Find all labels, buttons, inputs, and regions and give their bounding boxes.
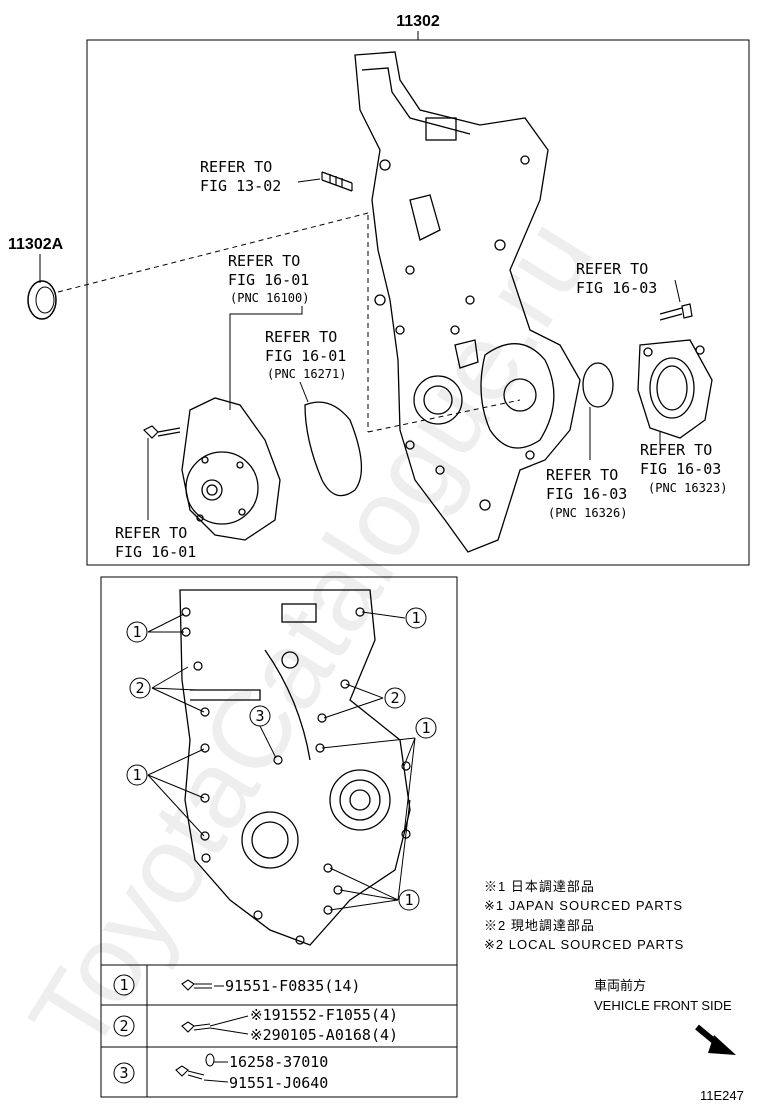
ref-fig16-01-a-line1[interactable]: REFER TO xyxy=(228,252,300,270)
ref-fig16-03-c-line1[interactable]: REFER TO xyxy=(546,466,618,484)
water-inlet-bolt-drawing xyxy=(659,303,693,321)
legend-row-1-num: 1 xyxy=(119,976,128,994)
callout-2-left[interactable]: 2 xyxy=(129,677,151,699)
lower-frame xyxy=(100,576,458,1098)
legend-row-2-part-b: ※290105-A0168(4) xyxy=(250,1026,398,1044)
direction-jp: 車両前方 xyxy=(594,978,646,993)
ref-fig16-01-a-pnc[interactable]: (PNC 16100) xyxy=(230,291,309,305)
water-inlet-drawing xyxy=(637,339,713,439)
callout-1-bottom-right[interactable]: 1 xyxy=(398,889,420,911)
oil-seal-drawing xyxy=(27,280,57,320)
legend-row-2-num: 2 xyxy=(119,1017,128,1035)
svg-text:1: 1 xyxy=(132,623,141,641)
fig16-03-a-leader xyxy=(674,279,681,303)
ref-fig16-03-a-line1[interactable]: REFER TO xyxy=(576,260,648,278)
callout-1-top-right[interactable]: 1 xyxy=(405,607,427,629)
svg-text:1: 1 xyxy=(404,891,413,909)
legend-row-3-part-b: 91551-J0640 xyxy=(229,1074,328,1092)
ref-fig16-03-b-line1[interactable]: REFER TO xyxy=(640,441,712,459)
ref-fig16-03-b-line2[interactable]: FIG 16-03 xyxy=(640,460,721,478)
legend-row-3-num: 3 xyxy=(119,1064,128,1082)
legend-row-2-part-a: ※191552-F1055(4) xyxy=(250,1006,398,1024)
svg-text:1: 1 xyxy=(421,719,430,737)
ref-fig16-01-c-line2[interactable]: FIG 16-01 xyxy=(115,543,196,561)
direction-en: VEHICLE FRONT SIDE xyxy=(594,998,732,1013)
callout-1-middle-left[interactable]: 1 xyxy=(126,764,148,786)
ref-fig16-01-a-line2[interactable]: FIG 16-01 xyxy=(228,271,309,289)
legend-table xyxy=(101,964,457,1097)
water-pump-drawing xyxy=(181,397,281,541)
note-1-jp: ※1 日本調達部品 xyxy=(484,879,595,894)
bolt-washer-icon xyxy=(175,1053,215,1080)
svg-text:2: 2 xyxy=(135,679,144,697)
callout-2-right[interactable]: 2 xyxy=(384,687,406,709)
cover-bolt-layout-drawing xyxy=(179,589,411,946)
callout-3[interactable]: 3 xyxy=(249,705,271,727)
fig16-01-a-leader xyxy=(229,306,303,410)
figure-code: 11E247 xyxy=(700,1088,744,1103)
note-2-jp: ※2 現地調達部品 xyxy=(484,918,595,933)
seal-dashed-line xyxy=(57,211,373,293)
pump-bolt-drawing xyxy=(142,425,181,439)
legend-row-2[interactable]: 2 ※191552-F1055(4) ※290105-A0168(4) xyxy=(113,1006,398,1044)
cover-dashed-diagonal xyxy=(367,399,521,433)
callout-1-top-left[interactable]: 1 xyxy=(126,621,148,643)
legend-row-3-part-a: 16258-37010 xyxy=(229,1053,328,1071)
legend-row-1-part: 91551-F0835(14) xyxy=(225,977,360,995)
note-2-en: ※2 LOCAL SOURCED PARTS xyxy=(484,937,684,952)
main-part-number[interactable]: 11302 xyxy=(396,13,440,30)
fig13-leader xyxy=(297,178,321,183)
legend-row-1[interactable]: 1 91551-F0835(14) xyxy=(113,974,360,996)
o-ring-drawing xyxy=(582,362,614,408)
svg-text:1: 1 xyxy=(411,609,420,627)
note-1-en: ※1 JAPAN SOURCED PARTS xyxy=(484,898,683,913)
ref-fig16-01-b-line2[interactable]: FIG 16-01 xyxy=(265,347,346,365)
fig16-01-b-leader xyxy=(299,381,309,403)
pump-gasket-drawing xyxy=(304,401,363,497)
legend-row-3[interactable]: 3 16258-37010 91551-J0640 xyxy=(113,1053,328,1092)
ref-fig16-01-b-line1[interactable]: REFER TO xyxy=(265,328,337,346)
ref-fig16-03-a-line2[interactable]: FIG 16-03 xyxy=(576,279,657,297)
callout-leaders xyxy=(147,611,416,911)
callout-1-middle-right[interactable]: 1 xyxy=(415,717,437,739)
ref-fig16-03-b-pnc[interactable]: (PNC 16323) xyxy=(648,481,727,495)
ref-fig13-line1[interactable]: REFER TO xyxy=(200,158,272,176)
bolt-icon xyxy=(181,1021,211,1033)
seal-part-number[interactable]: 11302A xyxy=(8,236,64,253)
ref-fig16-01-c-line1[interactable]: REFER TO xyxy=(115,524,187,542)
stud-bolt-drawing xyxy=(321,171,353,192)
arrow-down-right-icon xyxy=(695,1024,736,1055)
svg-text:2: 2 xyxy=(390,689,399,707)
timing-cover-drawing xyxy=(354,51,581,553)
ref-fig16-03-c-pnc[interactable]: (PNC 16326) xyxy=(548,506,627,520)
bolt-icon xyxy=(181,979,212,991)
svg-text:1: 1 xyxy=(132,766,141,784)
ref-fig13-line2[interactable]: FIG 13-02 xyxy=(200,177,281,195)
ref-fig16-03-c-line2[interactable]: FIG 16-03 xyxy=(546,485,627,503)
svg-text:3: 3 xyxy=(255,707,264,725)
ref-fig16-01-b-pnc[interactable]: (PNC 16271) xyxy=(267,367,346,381)
